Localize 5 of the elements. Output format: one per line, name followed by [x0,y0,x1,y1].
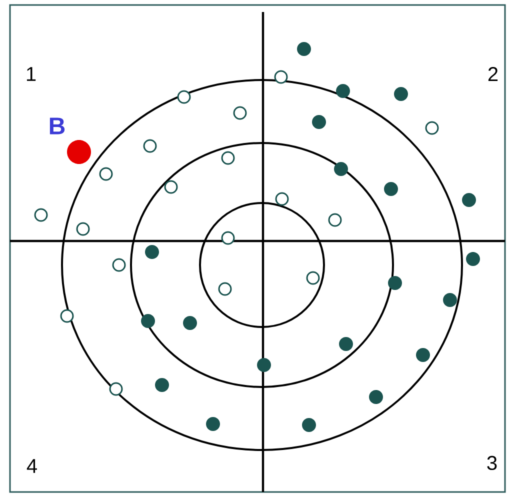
quadrant-number: 2 [488,67,498,81]
quadrant-number: 4 [26,459,37,473]
point-label: B [50,118,65,134]
quadrant-number: 1 [26,67,36,81]
quadrant-number: 3 [487,456,497,470]
